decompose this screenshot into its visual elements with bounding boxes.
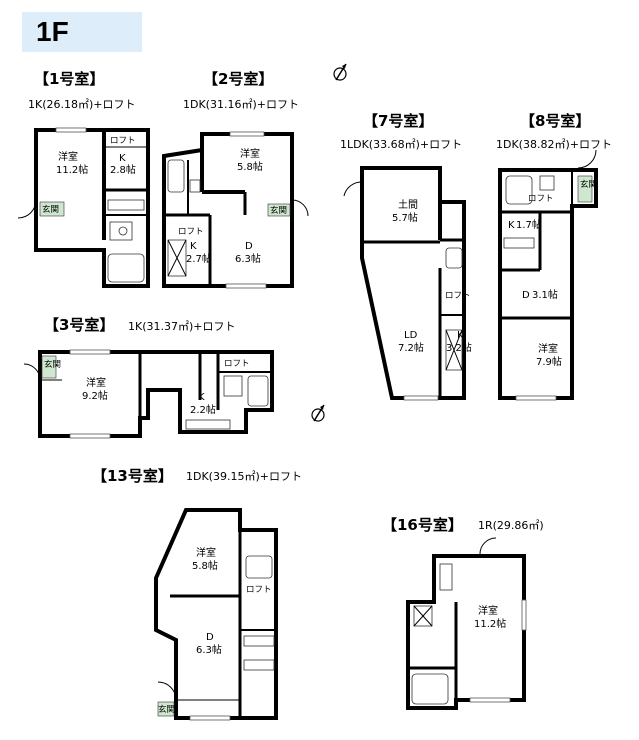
unit-2-genkan-label: 玄関 [270, 205, 287, 216]
unit-7-title: 【7号室】 [363, 112, 434, 130]
unit-13-title: 【13号室】 [92, 467, 173, 485]
unit-16-spec: 1R(29.86㎡) [478, 519, 544, 532]
unit-2-room-2-name: K [190, 241, 197, 252]
unit-3-room-2-size: 2.2帖 [190, 403, 216, 416]
unit-1-spec: 1K(26.18㎡)+ロフト [28, 98, 136, 111]
unit-2-title: 【2号室】 [203, 70, 274, 88]
unit-1-plan: 洋室 11.2帖 ロフト K 2.8帖 玄関 [17, 127, 150, 288]
unit-1-title: 【1号室】 [34, 70, 105, 88]
unit-7-spec: 1LDK(33.68㎡)+ロフト [340, 138, 463, 151]
floor-badge: 1F [22, 12, 142, 52]
unit-8-room-2-size: 3.1帖 [532, 288, 558, 301]
unit-13-spec: 1DK(39.15㎡)+ロフト [186, 470, 302, 483]
unit-2-plan: 洋室 5.8帖 ロフト K 2.7帖 D 6.3帖 玄関 [162, 131, 309, 289]
unit-3-genkan-label: 玄関 [44, 359, 61, 370]
north-compass-icon [333, 63, 347, 81]
unit-3-room-1-size: 9.2帖 [82, 389, 108, 402]
unit-1-loft-label: ロフト [110, 136, 136, 146]
unit-1-room-1-size: 11.2帖 [56, 163, 88, 176]
unit-3-loft-label: ロフト [224, 359, 250, 369]
unit-2-room-3-name: D [245, 241, 253, 252]
unit-8-plan: ロフト 玄関 K 1.7帖 D 3.1帖 洋室 7.9帖 [498, 149, 598, 401]
unit-1-room-2-size: 2.8帖 [110, 163, 136, 176]
floor-label: 1F [36, 16, 69, 47]
unit-7-room-1-size: 5.7帖 [392, 211, 418, 224]
unit-8-title: 【8号室】 [520, 112, 591, 130]
unit-8-spec: 1DK(38.82㎡)+ロフト [496, 138, 612, 151]
unit-8-room-1-name: K [508, 220, 515, 231]
unit-3-room-2-name: K [198, 392, 205, 403]
unit-2-room-1-name: 洋室 [240, 147, 260, 160]
unit-2-loft-label: ロフト [178, 227, 204, 237]
unit-3-room-1-name: 洋室 [86, 376, 106, 389]
unit-13-room-1-name: 洋室 [196, 546, 216, 559]
north-compass-icon-2 [311, 404, 325, 422]
unit-8-room-3-name: 洋室 [538, 342, 558, 355]
unit-8-room-2-name: D [522, 290, 530, 301]
unit-7-room-2-size: 7.2帖 [398, 341, 424, 354]
unit-3-title: 【3号室】 [44, 316, 115, 334]
unit-16-plan: 洋室 11.2帖 [406, 537, 527, 710]
unit-13-room-1-size: 5.8帖 [192, 559, 218, 572]
unit-7-room-1-name: 土間 [398, 198, 418, 211]
unit-2-spec: 1DK(31.16㎡)+ロフト [183, 98, 299, 111]
unit-8-loft-label: ロフト [528, 194, 554, 204]
unit-7-room-2-name: LD [404, 330, 418, 341]
unit-8-room-1-size: 1.7帖 [516, 218, 542, 231]
unit-2-room-3-size: 6.3帖 [235, 252, 261, 265]
unit-7-room-3-size: 3.2帖 [446, 341, 472, 354]
unit-3-spec: 1K(31.37㎡)+ロフト [128, 320, 236, 333]
unit-1-room-1-name: 洋室 [58, 150, 78, 163]
unit-16-room-1-name: 洋室 [478, 604, 498, 617]
unit-16-room-1-size: 11.2帖 [474, 617, 506, 630]
unit-13-room-2-name: D [206, 632, 214, 643]
unit-1-room-2-name: K [119, 153, 126, 164]
unit-7-plan: 土間 5.7帖 ロフト LD 7.2帖 K 3.2帖 [343, 166, 472, 401]
unit-1-genkan-label: 玄関 [42, 204, 59, 215]
unit-7-room-3-name: K [457, 330, 464, 341]
unit-13-genkan-label: 玄関 [158, 704, 175, 715]
unit-2-room-1-size: 5.8帖 [237, 160, 263, 173]
unit-13-plan: 洋室 5.8帖 ロフト D 6.3帖 玄関 [154, 508, 278, 721]
unit-8-room-3-size: 7.9帖 [536, 355, 562, 368]
unit-13-room-2-size: 6.3帖 [196, 643, 222, 656]
unit-8-genkan-label: 玄関 [580, 179, 597, 190]
unit-3-plan: 玄関 洋室 9.2帖 ロフト K 2.2帖 [23, 349, 274, 439]
unit-7-loft-label: ロフト [445, 291, 471, 301]
unit-16-title: 【16号室】 [382, 516, 463, 534]
unit-13-loft-label: ロフト [246, 585, 272, 595]
unit-2-room-2-size: 2.7帖 [186, 252, 212, 265]
